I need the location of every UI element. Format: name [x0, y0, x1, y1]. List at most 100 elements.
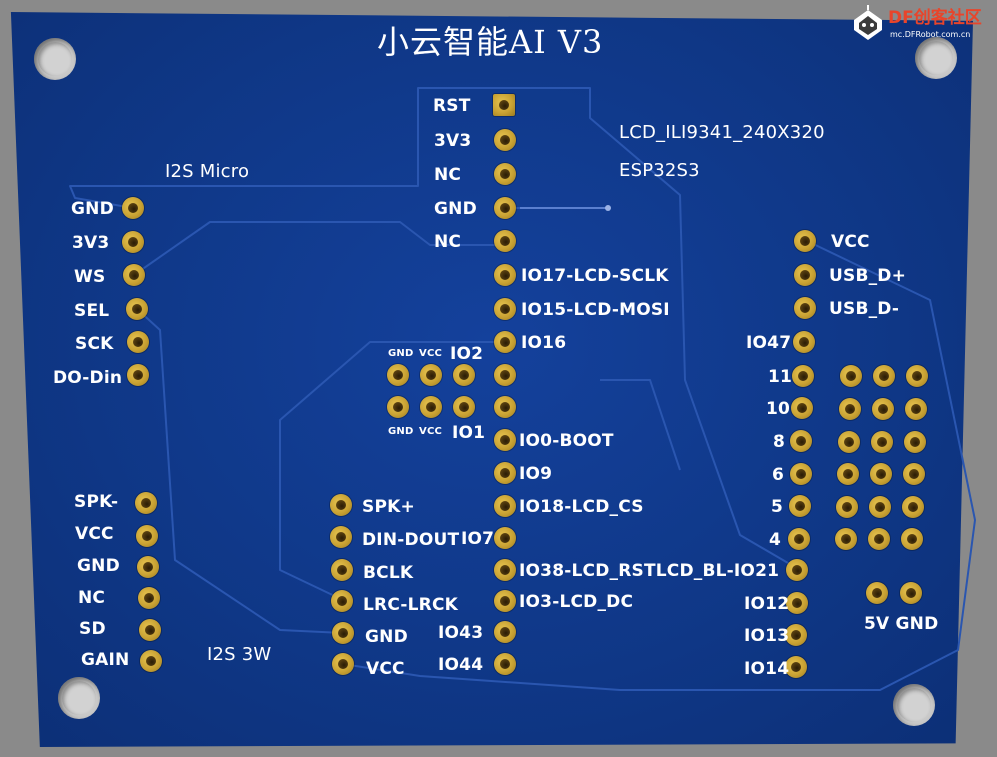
signal-label: IO18-LCD_CS — [519, 497, 644, 517]
pin-io17-pad — [494, 264, 516, 286]
logo-brand: DF创客社区 — [888, 8, 982, 28]
conn-pin-label: SPK+ — [362, 497, 415, 517]
grid-pad — [838, 431, 860, 453]
pin-io9-pad — [494, 462, 516, 484]
mounting-hole — [34, 38, 76, 80]
signal-label: IO3-LCD_DC — [519, 592, 634, 612]
right-bottom-label: IO13 — [744, 626, 790, 646]
io-block-pad — [453, 364, 475, 386]
micro-pin-pad — [127, 331, 149, 353]
right-bottom-label: IO14 — [744, 659, 790, 679]
right-io-pad — [791, 397, 813, 419]
micro-pin-pad — [122, 231, 144, 253]
right-io-label: 11 — [768, 367, 793, 387]
right-bottom-pad — [785, 624, 807, 646]
micro-pin-pad — [122, 197, 144, 219]
right-io-pad — [790, 430, 812, 452]
grid-pad — [905, 398, 927, 420]
conn-pin-pad — [332, 653, 354, 675]
signal-label: IO16 — [521, 333, 567, 353]
signal-label: IO17-LCD-SCLK — [521, 266, 669, 286]
io-block-pad — [420, 364, 442, 386]
right-io-pad — [790, 463, 812, 485]
conn-pin-label: GND — [365, 627, 408, 647]
io-block-pad — [453, 396, 475, 418]
grid-pad — [837, 463, 859, 485]
grid-pad — [871, 431, 893, 453]
grid-pad — [869, 496, 891, 518]
micro-pin-label: DO-Din — [53, 368, 123, 388]
micro-pin-label: 3V3 — [72, 233, 110, 253]
micro-pin-label: SEL — [74, 301, 110, 321]
pin-io3-pad — [494, 590, 516, 612]
pin-io44-pad — [494, 653, 516, 675]
mounting-hole — [58, 677, 100, 719]
signal-label: IO38-LCD_RSTLCD_BL-IO21 — [519, 561, 780, 581]
i2s-3w-title: I2S 3W — [207, 644, 272, 665]
pin-label: GND — [434, 199, 477, 219]
dfrobot-logo: DF创客社区 mc.DFRobot.com.cn — [848, 4, 988, 46]
pin-gnd-pad — [494, 197, 516, 219]
pin-label: NC — [434, 165, 462, 185]
grid-pad — [872, 398, 894, 420]
signal-label: IO43 — [438, 623, 484, 643]
right-pin-pad — [794, 230, 816, 252]
io-block-vcc-label: VCC — [419, 348, 443, 359]
amp-pin-label: GAIN — [81, 650, 130, 670]
right-io-pad — [789, 495, 811, 517]
conn-pin-pad — [330, 526, 352, 548]
power-gnd-pad — [900, 582, 922, 604]
amp-pin-pad — [137, 556, 159, 578]
signal-label: IO0-BOOT — [519, 431, 614, 451]
pin-label: 3V3 — [434, 131, 472, 151]
grid-pad — [901, 528, 923, 550]
power-label: 5V GND — [864, 614, 939, 634]
amp-pin-pad — [138, 587, 160, 609]
right-io-label: 4 — [769, 530, 782, 550]
conn-pin-label: DIN-DOUT — [362, 530, 460, 550]
grid-pad — [836, 496, 858, 518]
conn-pin-pad — [331, 590, 353, 612]
amp-pin-pad — [140, 650, 162, 672]
io-block-io1-label: IO1 — [452, 423, 486, 443]
right-io-pad — [793, 331, 815, 353]
right-io-pad — [788, 528, 810, 550]
mounting-hole — [893, 684, 935, 726]
logo-url: mc.DFRobot.com.cn — [890, 30, 971, 39]
right-io-label: 5 — [771, 497, 784, 517]
amp-pin-pad — [136, 525, 158, 547]
io-block-pad — [387, 364, 409, 386]
grid-pad — [840, 365, 862, 387]
right-io-pad — [792, 365, 814, 387]
pin-io16-pad — [494, 331, 516, 353]
conn-pin-label: LRC-LRCK — [363, 595, 459, 615]
micro-pin-pad — [126, 298, 148, 320]
amp-pin-label: VCC — [75, 524, 114, 544]
conn-pin-label: VCC — [366, 659, 405, 679]
micro-pin-label: GND — [71, 199, 114, 219]
right-io-label: 8 — [773, 432, 786, 452]
signal-label: IO9 — [519, 464, 553, 484]
io-block-gnd-label: GND — [388, 426, 414, 437]
pin-io43-pad — [494, 621, 516, 643]
right-pin-label: VCC — [831, 232, 870, 252]
i2s-micro-title: I2S Micro — [165, 161, 250, 182]
mcu-label: ESP32S3 — [619, 160, 700, 181]
right-pin-label: USB_D- — [829, 299, 900, 319]
conn-pin-pad — [330, 494, 352, 516]
right-pin-label: USB_D+ — [829, 266, 907, 286]
pin-rst-pad — [493, 94, 515, 116]
pin-io38-pad — [494, 559, 516, 581]
grid-pad — [904, 431, 926, 453]
right-pin-pad — [794, 264, 816, 286]
conn-pin-pad — [332, 622, 354, 644]
io-block-vcc-label: VCC — [419, 426, 443, 437]
io-block-pad — [387, 396, 409, 418]
pin-label: NC — [434, 232, 462, 252]
amp-pin-label: SD — [79, 619, 106, 639]
pin-io2-pad — [494, 364, 516, 386]
amp-pin-pad — [135, 492, 157, 514]
right-io-label: IO47 — [746, 333, 792, 353]
